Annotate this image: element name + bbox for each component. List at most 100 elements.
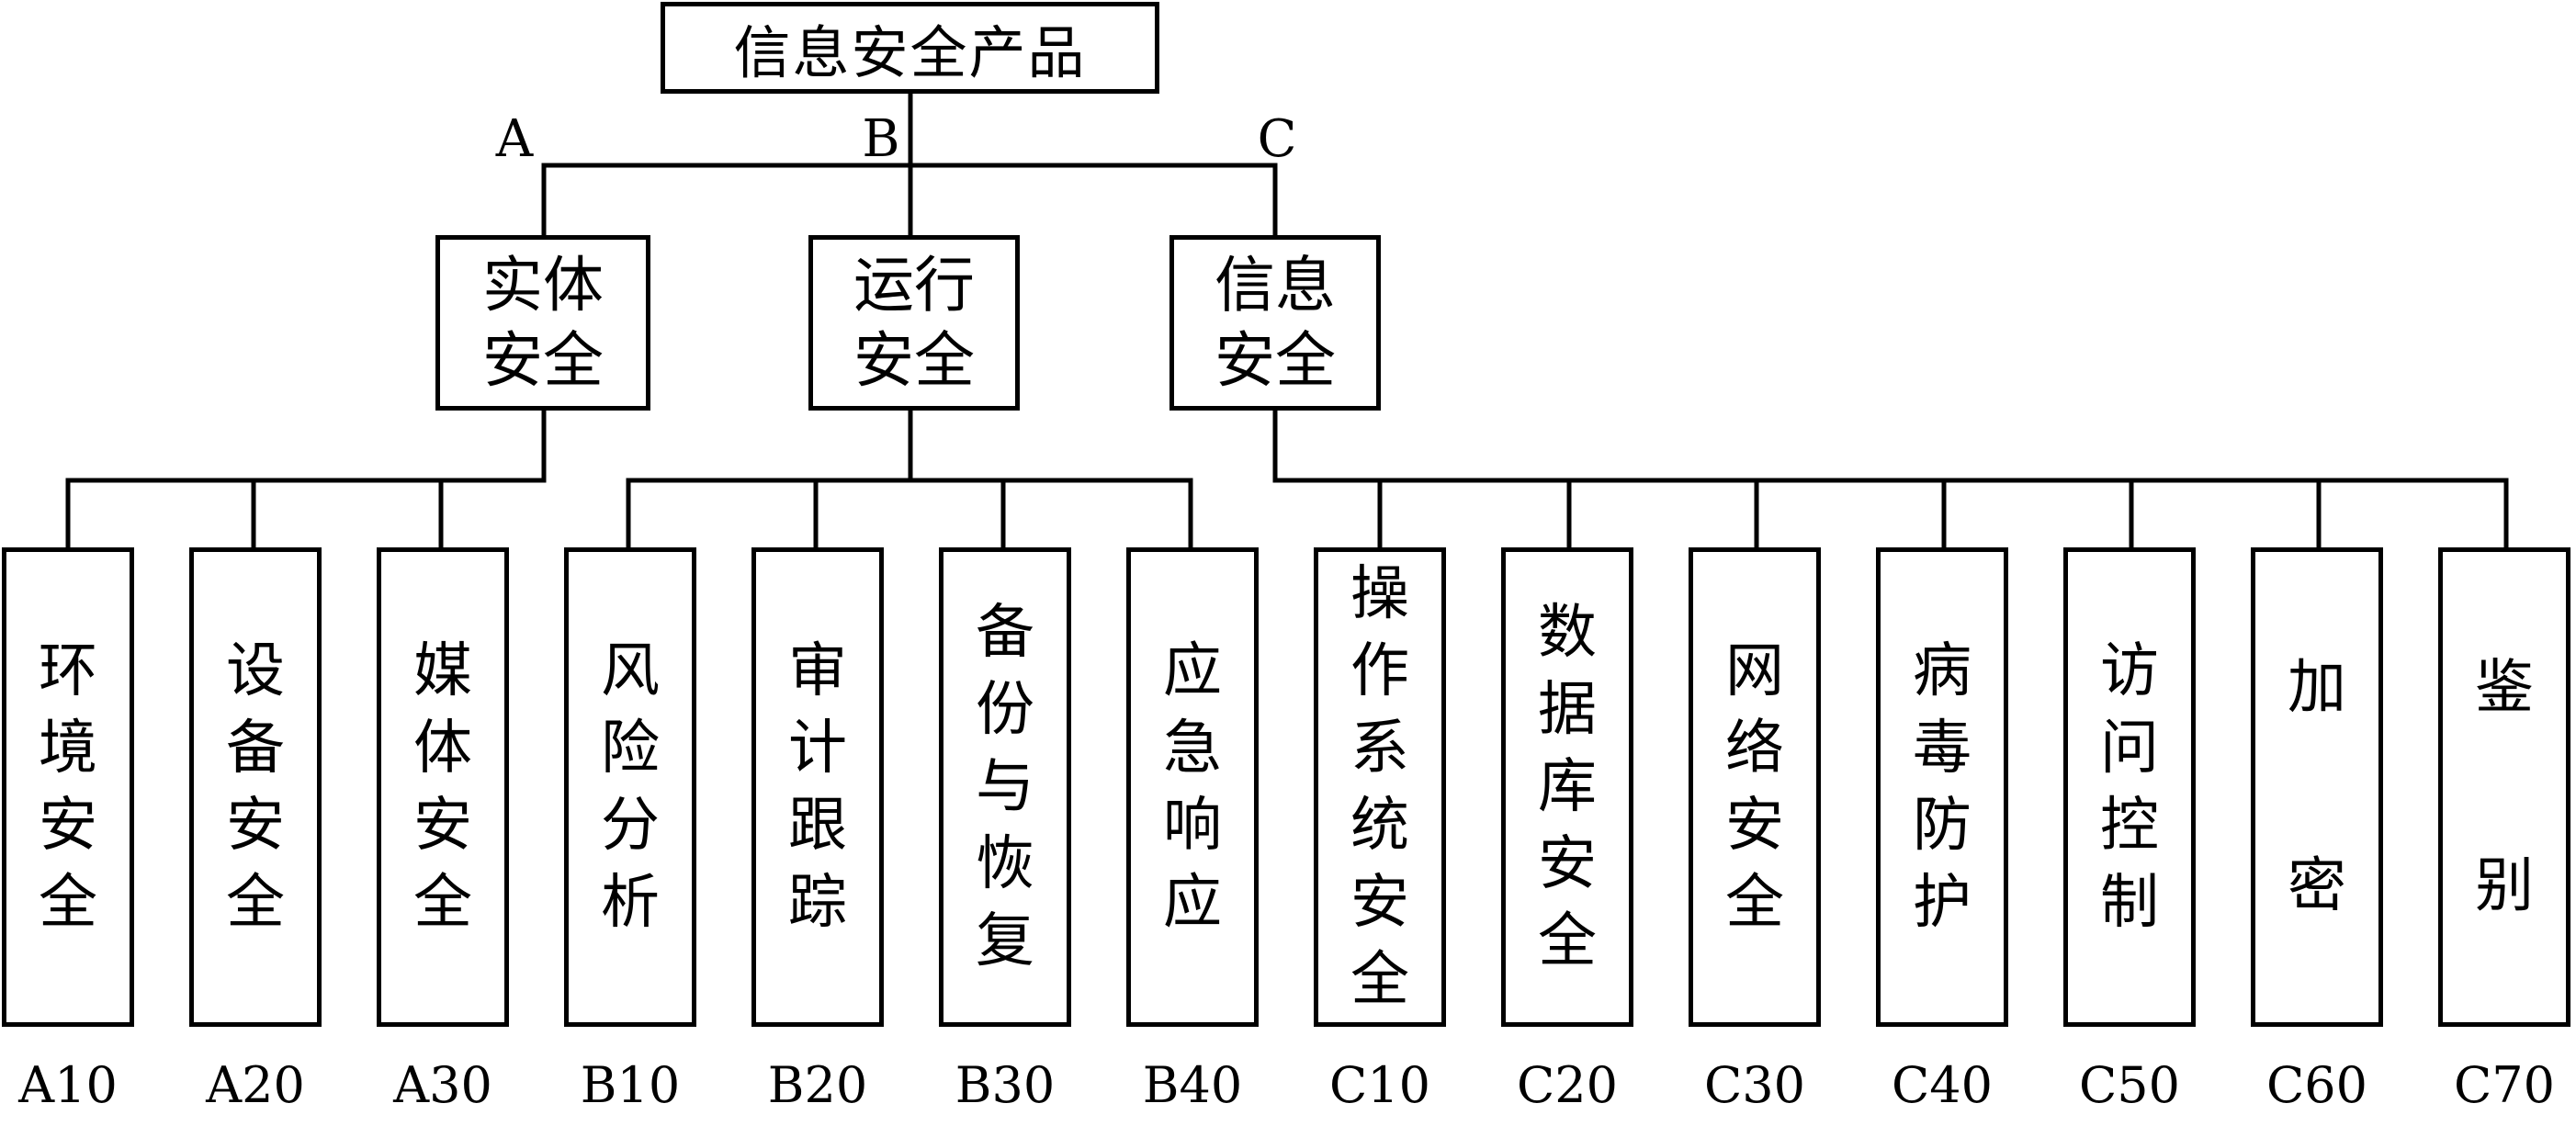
- leaf-label-char: 访: [2100, 637, 2159, 705]
- leaf-label-char: 全: [1538, 907, 1597, 975]
- branch-c-line-2: 安全: [1215, 324, 1336, 396]
- leaf-label-char: 跟: [788, 792, 847, 860]
- leaf-label-char: 全: [1350, 946, 1409, 1014]
- leaf-label-char: 制: [2100, 869, 2159, 937]
- leaf-label: 风险分析: [601, 633, 660, 941]
- leaf-label-char: 全: [413, 869, 472, 937]
- leaf-label-char: 全: [39, 869, 97, 937]
- leaf-label-char: 全: [1725, 869, 1784, 937]
- branch-node-c: 信息 安全: [1169, 235, 1381, 411]
- code-c10: C10: [1328, 1056, 1431, 1114]
- leaf-node-a20: 设备安全: [189, 547, 322, 1027]
- leaf-label: 数据库安全: [1538, 594, 1597, 980]
- leaf-label-char: 与: [976, 753, 1034, 821]
- leaf-label-char: 分: [601, 792, 660, 860]
- leaf-label-char: 鉴: [2475, 654, 2534, 722]
- branch-b-line-1: 运行: [853, 249, 975, 321]
- leaf-node-c60: 加密: [2251, 547, 2383, 1027]
- leaf-label: 加密: [2288, 649, 2346, 925]
- branch-letter-c: C: [1257, 109, 1297, 169]
- root-label: 信息安全产品: [733, 19, 1087, 86]
- code-c50: C50: [2078, 1056, 2181, 1114]
- leaf-label-char: 审: [788, 637, 847, 705]
- leaf-label-char: 风: [601, 637, 660, 705]
- leaf-label-char: 恢: [976, 830, 1034, 898]
- leaf-label: 访问控制: [2100, 633, 2159, 941]
- leaf-label-char: 设: [226, 637, 285, 705]
- leaf-node-c50: 访问控制: [2063, 547, 2196, 1027]
- leaf-node-a10: 环境安全: [2, 547, 134, 1027]
- leaf-label-char: 媒: [413, 637, 472, 705]
- leaf-label-char: 应: [1163, 637, 1222, 705]
- leaf-node-b40: 应急响应: [1126, 547, 1259, 1027]
- leaf-label-char: 系: [1350, 715, 1409, 783]
- leaf-label-char: 别: [2475, 852, 2534, 920]
- code-a30: A30: [393, 1056, 492, 1114]
- code-c40: C40: [1891, 1056, 1994, 1114]
- leaf-label: 媒体安全: [413, 633, 472, 941]
- leaf-label: 网络安全: [1725, 633, 1784, 941]
- leaf-label-char: 全: [226, 869, 285, 937]
- leaf-label-char: 安: [1725, 792, 1784, 860]
- code-a20: A20: [206, 1056, 305, 1114]
- leaf-node-c70: 鉴别: [2438, 547, 2570, 1027]
- leaf-label-char: 安: [39, 792, 97, 860]
- leaf-label-char: 加: [2288, 654, 2346, 722]
- leaf-label: 病毒防护: [1913, 633, 1972, 941]
- leaf-label-char: 网: [1725, 637, 1784, 705]
- code-b40: B40: [1142, 1056, 1243, 1114]
- code-a10: A10: [18, 1056, 118, 1114]
- leaf-label-char: 响: [1163, 792, 1222, 860]
- leaf-label: 操作系统安全: [1350, 556, 1409, 1019]
- branch-letter-b: B: [862, 109, 900, 169]
- leaf-label-char: 防: [1913, 792, 1972, 860]
- leaf-label-char: 安: [1538, 830, 1597, 898]
- leaf-label-char: 护: [1913, 869, 1972, 937]
- leaf-label-char: 操: [1350, 560, 1409, 628]
- leaf-node-b10: 风险分析: [564, 547, 696, 1027]
- code-c20: C20: [1516, 1056, 1619, 1114]
- branch-c-line-1: 信息: [1215, 249, 1336, 321]
- leaf-label-char: 备: [226, 715, 285, 783]
- leaf-label: 应急响应: [1163, 633, 1222, 941]
- leaf-label-char: 析: [601, 869, 660, 937]
- leaf-label-char: 库: [1538, 753, 1597, 821]
- leaf-node-c10: 操作系统安全: [1314, 547, 1446, 1027]
- leaf-node-c20: 数据库安全: [1501, 547, 1633, 1027]
- branch-a-line-2: 安全: [482, 324, 604, 396]
- code-c60: C60: [2265, 1056, 2368, 1114]
- leaf-node-a30: 媒体安全: [377, 547, 509, 1027]
- branch-node-a: 实体 安全: [435, 235, 650, 411]
- root-node: 信息安全产品: [661, 2, 1159, 94]
- leaf-label-char: 络: [1725, 715, 1784, 783]
- branch-b-line-2: 安全: [853, 324, 975, 396]
- leaf-label-char: 据: [1538, 676, 1597, 744]
- leaf-node-b20: 审计跟踪: [751, 547, 884, 1027]
- leaf-label-char: 问: [2100, 715, 2159, 783]
- leaf-label-char: 安: [1350, 869, 1409, 937]
- leaf-node-b30: 备份与恢复: [939, 547, 1071, 1027]
- leaf-label-char: 病: [1913, 637, 1972, 705]
- leaf-label-char: 作: [1350, 637, 1409, 705]
- leaf-label-char: 急: [1163, 715, 1222, 783]
- branch-a-line-1: 实体: [482, 249, 604, 321]
- leaf-label-char: 应: [1163, 869, 1222, 937]
- code-b20: B20: [767, 1056, 868, 1114]
- leaf-label: 设备安全: [226, 633, 285, 941]
- leaf-label: 审计跟踪: [788, 633, 847, 941]
- branch-node-b: 运行 安全: [808, 235, 1020, 411]
- leaf-label: 备份与恢复: [976, 594, 1034, 980]
- branch-letter-a: A: [495, 109, 534, 169]
- code-c30: C30: [1703, 1056, 1806, 1114]
- leaf-label-char: 踪: [788, 869, 847, 937]
- leaf-label-char: 复: [976, 907, 1034, 975]
- leaf-label-char: 统: [1350, 792, 1409, 860]
- leaf-label-char: 安: [413, 792, 472, 860]
- leaf-label: 鉴别: [2475, 649, 2534, 925]
- leaf-label-char: 险: [601, 715, 660, 783]
- code-c70: C70: [2453, 1056, 2556, 1114]
- code-b30: B30: [955, 1056, 1056, 1114]
- leaf-node-c30: 网络安全: [1689, 547, 1821, 1027]
- leaf-label-char: 密: [2288, 852, 2346, 920]
